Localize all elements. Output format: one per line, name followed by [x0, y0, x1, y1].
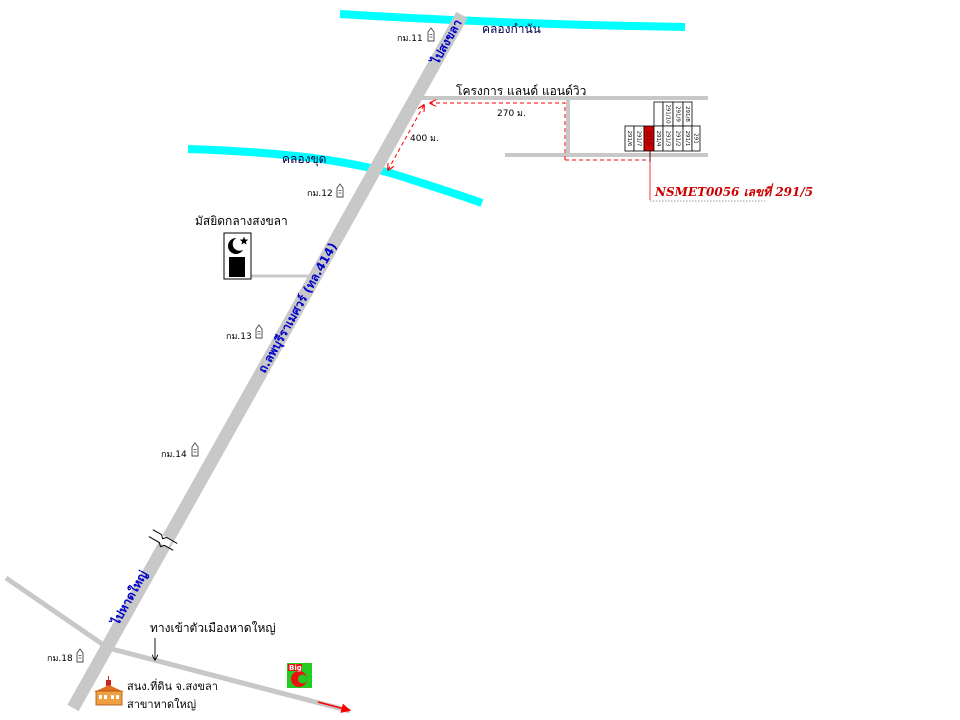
building-icon: [94, 676, 124, 706]
highway-name-label: ถ.ลพบุรีราเมศวร์ (ทล.414): [255, 240, 340, 376]
road-break-symbol: [148, 529, 178, 551]
crescent-star-icon: [223, 232, 252, 280]
river-khlong-khut-label: คลองขุด: [282, 152, 326, 167]
river-khlong-khut: [187, 145, 484, 207]
distance-soi-label: 270 ม.: [497, 109, 526, 119]
direction-songkhla-label: ไปสงขลา: [427, 16, 465, 68]
km-post-icon: [336, 183, 344, 198]
big-c-logo-text: Big: [289, 664, 302, 672]
km-post-icon: [427, 27, 435, 42]
river-khlong-kamnan: [339, 10, 686, 31]
land-office-label-line1: สนง.ที่ดิน จ.สงขลา: [127, 678, 218, 693]
lot-number: 291/8: [684, 106, 690, 122]
river-khlong-kamnan-label: คลองกำนัน: [482, 22, 541, 36]
project-name-label: โครงการ แลนด์ แอนด์วิว: [456, 84, 586, 98]
direction-arrow-icon: [317, 701, 351, 713]
highlighted-lot-number: 291/5: [646, 131, 652, 147]
lot-plan: 291/10 291/9 291/8 291/6 291/7 291/5 291…: [624, 101, 701, 152]
lot-number: 291/7: [636, 131, 642, 147]
lot-cell: [691, 125, 701, 152]
route-path-soi: [430, 103, 566, 160]
distance-main-road-label: 400 ม.: [410, 134, 439, 144]
km-post-icon: [191, 442, 199, 457]
lot-cell: [653, 101, 664, 127]
km-post-icon: [76, 648, 84, 663]
mosque-label: มัสยิดกลางสงขลา: [195, 214, 288, 228]
km-marker-label: กม.11: [397, 34, 423, 44]
lot-number: 291/3: [665, 131, 671, 147]
lot-number: 291/4: [655, 131, 661, 147]
lot-number: 291/1: [684, 131, 690, 147]
city-entrance-label: ทางเข้าตัวเมืองหาดใหญ่: [150, 621, 276, 635]
land-office-label-line2: สาขาหาดใหญ่: [127, 698, 196, 711]
km-marker-label: กม.14: [161, 450, 187, 460]
big-c-logo-icon: Big: [287, 663, 312, 688]
lot-number: 291/9: [675, 106, 681, 122]
km-post-icon: [255, 324, 263, 339]
property-caption: NSMET0056 เลขที่ 291/5: [654, 183, 813, 199]
lot-number: 291/10: [665, 104, 671, 124]
lot-number: 291/6: [626, 131, 632, 147]
lot-number: 291: [693, 133, 699, 144]
km-marker-label: กม.18: [47, 654, 73, 664]
lot-number: 291/2: [675, 131, 681, 147]
route-path-main-road: [388, 105, 424, 170]
km-marker-label: กม.12: [307, 189, 333, 199]
km-marker-label: กม.13: [226, 332, 252, 342]
